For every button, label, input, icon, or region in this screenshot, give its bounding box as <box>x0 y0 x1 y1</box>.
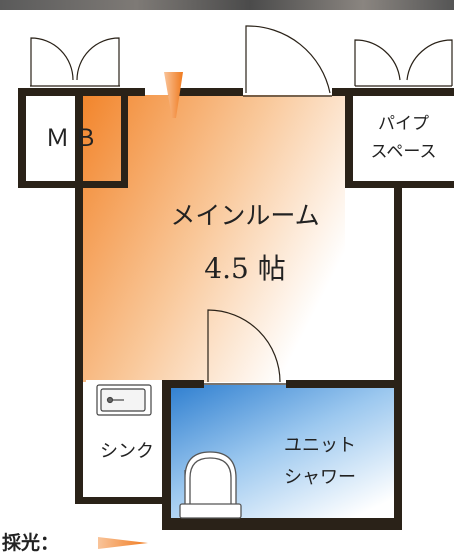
unit-shower-label: ユニット シャワー <box>284 435 356 488</box>
pipe-space-label: パイプ スペース <box>370 114 437 162</box>
exterior-walls <box>18 88 454 530</box>
main-room-name: メインルーム <box>170 201 320 230</box>
photo-strip <box>0 0 454 10</box>
legend-arrow <box>98 537 148 549</box>
legend-label: 採光： <box>2 532 60 554</box>
door-swings <box>30 25 453 385</box>
sink-label: シンク <box>100 441 154 462</box>
toilet-fixture <box>179 451 242 519</box>
mb-label: ＭＢ <box>45 124 102 152</box>
light-arrow <box>164 72 183 118</box>
sink-fixture <box>96 384 152 416</box>
main-room-size: 4.5 帖 <box>204 252 286 285</box>
